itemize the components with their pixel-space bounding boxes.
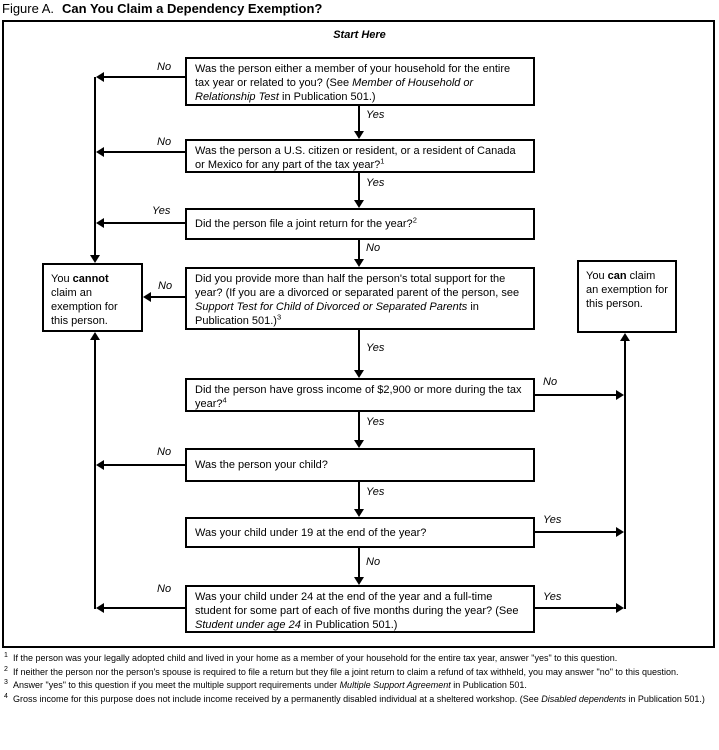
edge-label-no: No	[157, 136, 172, 148]
arrow-left-icon	[96, 460, 104, 470]
connector-line	[358, 330, 360, 371]
connector-line	[358, 240, 360, 260]
edge-label-yes: Yes	[543, 591, 562, 603]
connector-line	[358, 412, 360, 441]
result-box-cannot-claim: You cannot claim an exemption for this p…	[42, 263, 143, 332]
connector-line	[535, 607, 616, 609]
edge-label-yes: Yes	[152, 205, 171, 217]
connector-line	[535, 394, 616, 396]
question-text: Was your child under 24 at the end of th…	[195, 591, 519, 631]
arrow-left-icon	[96, 147, 104, 157]
question-box-joint-return: Did the person file a joint return for t…	[185, 208, 535, 240]
footnote-3: 3 Answer "yes" to this question if you m…	[3, 679, 717, 692]
edge-label-no: No	[157, 446, 172, 458]
question-text: Was the person either a member of your h…	[195, 63, 511, 103]
figure-label: Figure A.	[2, 1, 55, 16]
footnote-text: If the person was your legally adopted c…	[13, 653, 618, 663]
edge-label-no: No	[157, 61, 172, 73]
connector-line	[104, 222, 185, 224]
arrow-left-icon	[143, 292, 151, 302]
result-text: You cannot claim an exemption for this p…	[51, 273, 118, 327]
arrow-down-icon	[354, 577, 364, 585]
arrow-right-icon	[616, 527, 624, 537]
edge-label-yes: Yes	[366, 342, 385, 354]
question-box-household: Was the person either a member of your h…	[185, 57, 535, 106]
arrow-down-icon	[90, 255, 100, 263]
result-text: You can claim an exemption for this pers…	[586, 270, 668, 310]
arrow-down-icon	[354, 259, 364, 267]
edge-label-no: No	[157, 583, 172, 595]
edge-label-no: No	[543, 376, 558, 388]
edge-label-yes: Yes	[366, 177, 385, 189]
question-box-your-child: Was the person your child?	[185, 448, 535, 482]
connector-line	[104, 607, 185, 609]
edge-label-no: No	[366, 242, 381, 254]
arrow-left-icon	[96, 72, 104, 82]
arrow-down-icon	[354, 509, 364, 517]
footnote-2: 2 If neither the person nor the person's…	[3, 666, 717, 679]
start-here-label: Start Here	[333, 29, 386, 41]
arrow-up-icon	[620, 333, 630, 341]
footnotes: 1 If the person was your legally adopted…	[3, 652, 717, 706]
footnote-number: 2	[4, 665, 8, 673]
connector-line	[104, 464, 185, 466]
arrow-left-icon	[96, 603, 104, 613]
flowchart-border	[2, 20, 715, 648]
edge-label-yes: Yes	[366, 486, 385, 498]
page-title: Can You Claim a Dependency Exemption?	[62, 1, 323, 16]
arrow-left-icon	[96, 218, 104, 228]
footnote-text: Answer "yes" to this question if you mee…	[13, 680, 527, 690]
footnote-4: 4 Gross income for this purpose does not…	[3, 693, 717, 706]
question-box-under-19: Was your child under 19 at the end of th…	[185, 517, 535, 548]
edge-label-no: No	[158, 280, 173, 292]
arrow-right-icon	[616, 390, 624, 400]
question-box-support: Did you provide more than half the perso…	[185, 267, 535, 330]
connector-line	[535, 531, 616, 533]
footnote-text: If neither the person nor the person's s…	[13, 666, 679, 677]
connector-line	[358, 482, 360, 510]
question-text: Did you provide more than half the perso…	[195, 273, 520, 327]
footnote-text: Gross income for this purpose does not i…	[13, 693, 705, 704]
footnote-number: 3	[4, 679, 8, 686]
question-box-under-24-student: Was your child under 24 at the end of th…	[185, 585, 535, 633]
question-box-citizen: Was the person a U.S. citizen or residen…	[185, 139, 535, 173]
connector-line	[624, 341, 626, 609]
question-text: Was the person your child?	[195, 459, 328, 471]
arrow-right-icon	[616, 603, 624, 613]
question-text: Was your child under 19 at the end of th…	[195, 526, 427, 539]
connector-line	[358, 548, 360, 578]
figure-title: Figure A. Can You Claim a Dependency Exem…	[2, 1, 322, 16]
edge-label-no: No	[366, 556, 381, 568]
question-text: Did the person have gross income of $2,9…	[195, 384, 522, 410]
arrow-up-icon	[90, 332, 100, 340]
footnote-number: 4	[4, 692, 8, 700]
edge-label-yes: Yes	[366, 416, 385, 428]
arrow-down-icon	[354, 370, 364, 378]
arrow-down-icon	[354, 131, 364, 139]
edge-label-yes: Yes	[543, 514, 562, 526]
question-box-gross-income: Did the person have gross income of $2,9…	[185, 378, 535, 412]
connector-line	[358, 106, 360, 132]
arrow-down-icon	[354, 200, 364, 208]
connector-line	[104, 76, 185, 78]
connector-line	[358, 173, 360, 201]
arrow-down-icon	[354, 440, 364, 448]
connector-line	[94, 340, 96, 609]
footnote-1: 1 If the person was your legally adopted…	[3, 652, 717, 665]
footnote-number: 1	[4, 652, 8, 659]
connector-line	[151, 296, 185, 298]
question-text: Was the person a U.S. citizen or residen…	[195, 145, 516, 171]
question-text: Did the person file a joint return for t…	[195, 215, 417, 230]
connector-line	[94, 77, 96, 257]
edge-label-yes: Yes	[366, 109, 385, 121]
result-box-can-claim: You can claim an exemption for this pers…	[577, 260, 677, 333]
connector-line	[104, 151, 185, 153]
